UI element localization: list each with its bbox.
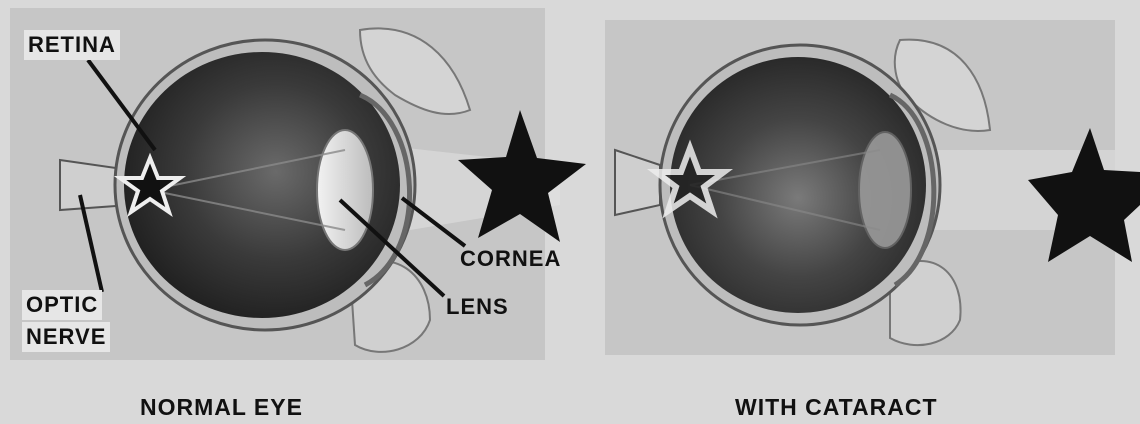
cornea-label: CORNEA xyxy=(460,244,561,274)
normal-eye-caption: NORMAL EYE xyxy=(140,394,303,421)
optic-nerve-label-line2: NERVE xyxy=(22,322,110,352)
clouded-lens-shape xyxy=(859,132,911,248)
lens-label: LENS xyxy=(446,292,509,322)
optic-nerve-label-line1: OPTIC xyxy=(22,290,102,320)
with-cataract-caption: WITH CATARACT xyxy=(735,394,938,421)
retina-label: RETINA xyxy=(24,30,120,60)
normal-lens-shape xyxy=(317,130,373,250)
